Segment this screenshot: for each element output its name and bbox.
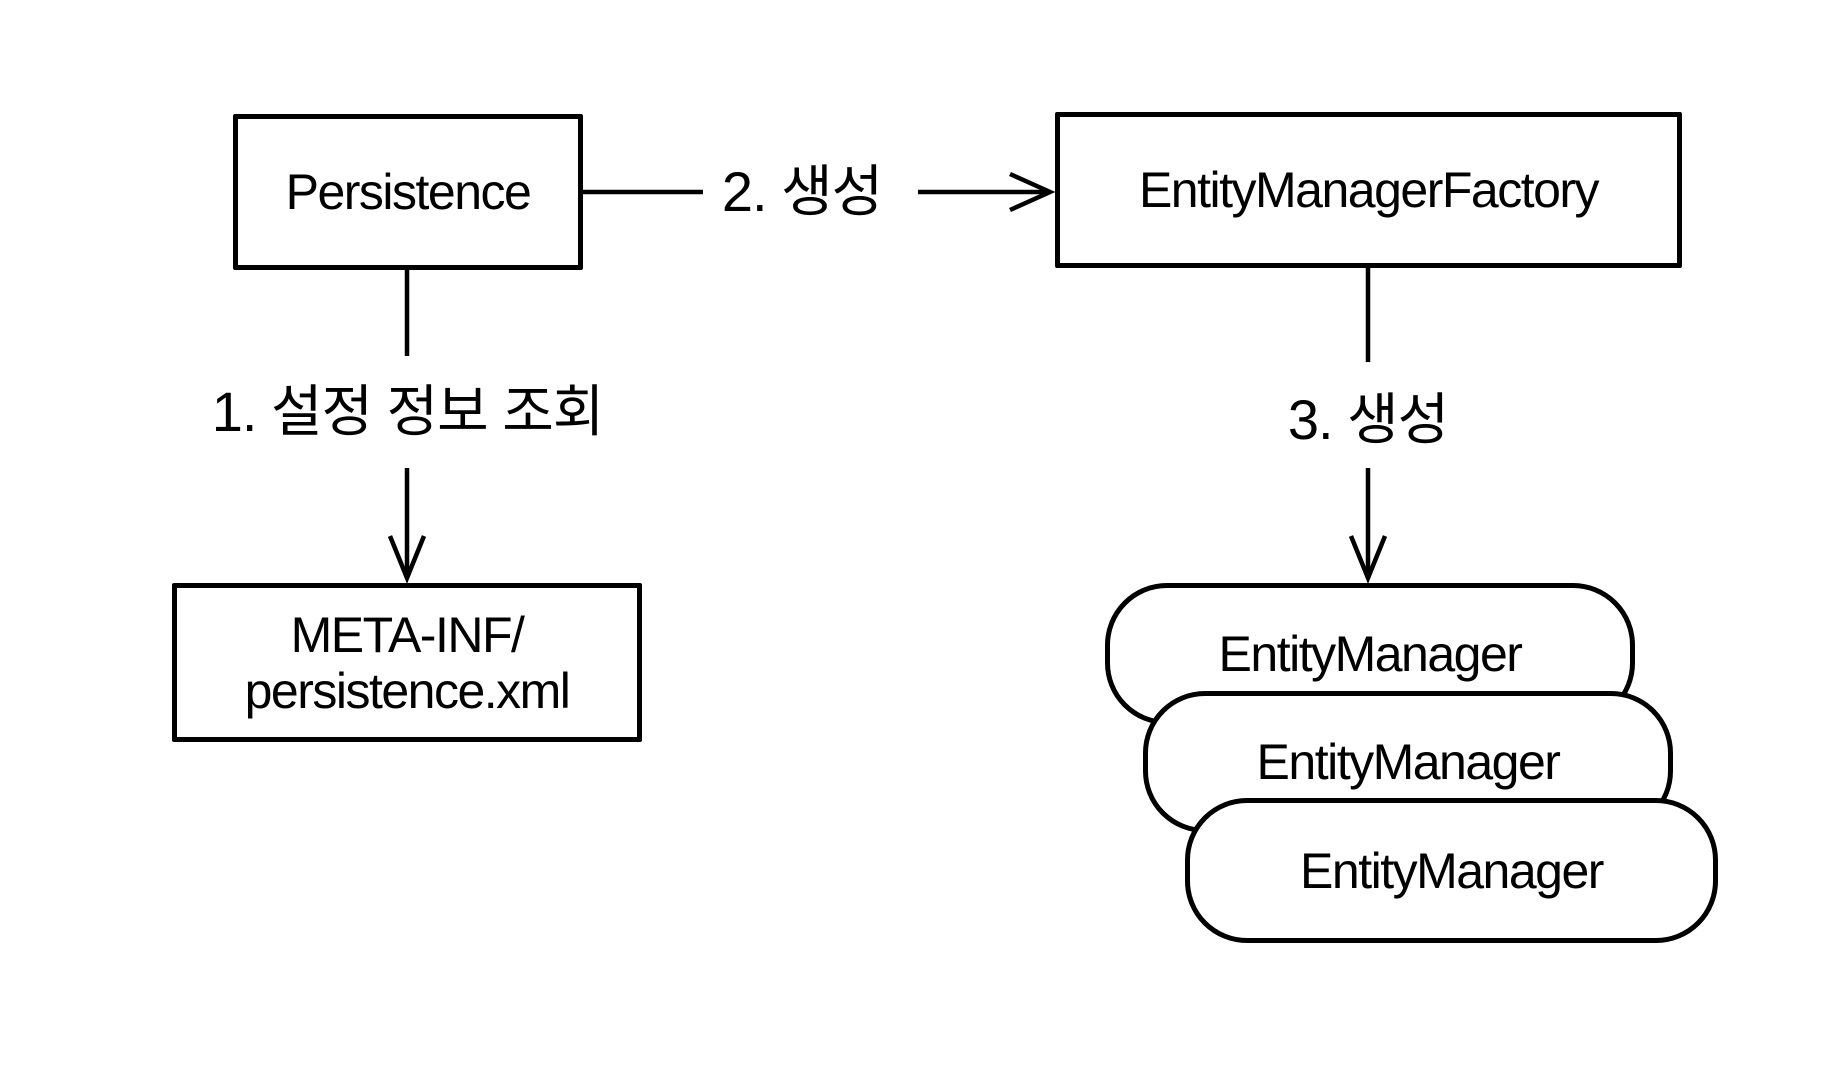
edge-label-step1: 1. 설정 정보 조회	[211, 380, 605, 443]
entity-manager-node-3-label: EntityManager	[1300, 842, 1604, 899]
edge-label-step2: 2. 생성	[721, 160, 883, 223]
arrowhead-step1-icon	[387, 535, 427, 584]
arrowhead-step3-icon	[1348, 535, 1388, 584]
entity-manager-node-1-label: EntityManager	[1218, 626, 1523, 682]
meta-inf-label-line1: META-INF/	[290, 606, 525, 663]
persistence-node-label: Persistence	[285, 164, 532, 220]
entity-manager-factory-node: EntityManagerFactory	[1055, 112, 1682, 268]
arrowhead-step2-icon	[1009, 171, 1056, 213]
edge-label-step3: 3. 생성	[1287, 388, 1449, 451]
meta-inf-persistence-xml-node: META-INF/ persistence.xml	[172, 583, 642, 742]
entity-manager-node-2-label: EntityManager	[1256, 734, 1561, 790]
meta-inf-label-line2: persistence.xml	[244, 662, 571, 719]
persistence-node: Persistence	[233, 114, 583, 270]
entity-manager-node-3: EntityManager	[1185, 798, 1718, 943]
entity-manager-factory-node-label: EntityManagerFactory	[1138, 162, 1600, 218]
